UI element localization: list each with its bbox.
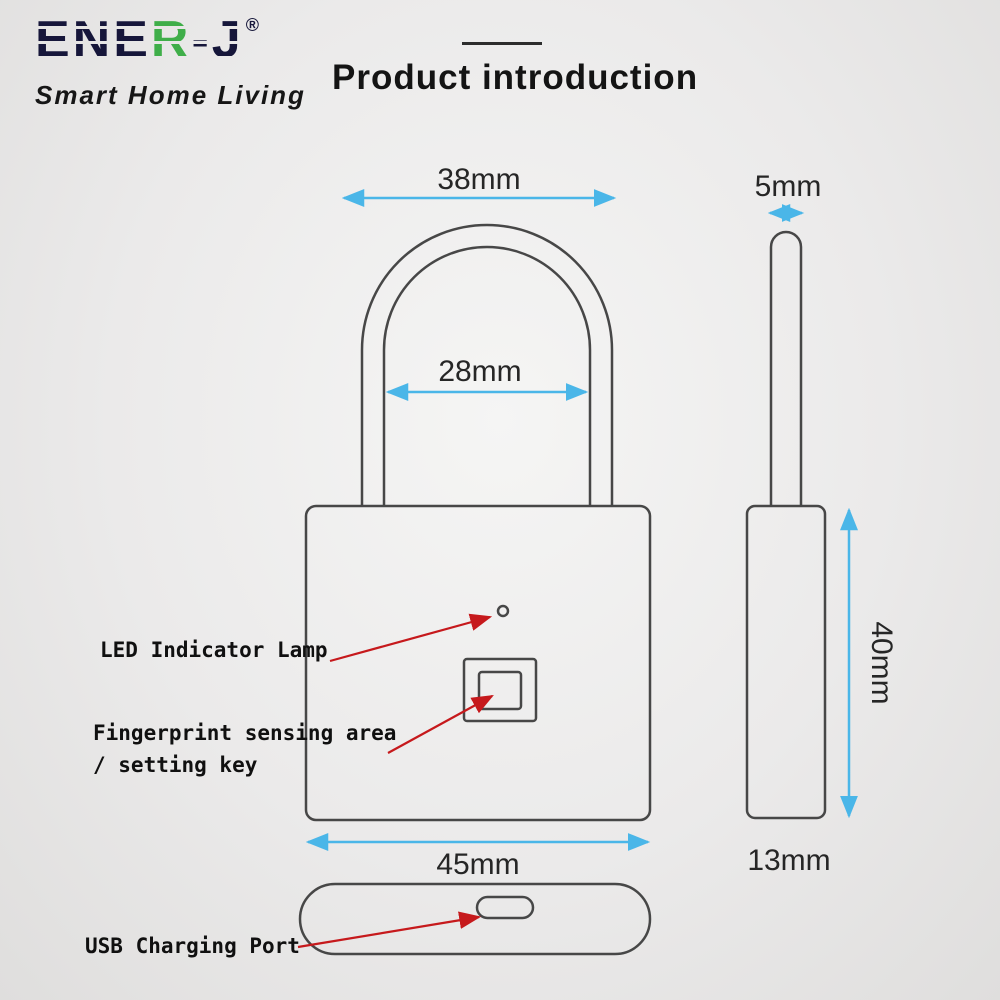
side-body	[745, 504, 827, 820]
title-accent-line	[462, 42, 542, 45]
dimension-annotations: 38mm 5mm 28mm 40mm 45mm 13mm	[305, 163, 898, 881]
brand-logo-text: ENER-J®	[35, 14, 306, 66]
fingerprint-label-line2: / setting key	[93, 753, 258, 777]
dim-label-body-depth: 13mm	[747, 844, 830, 877]
led-indicator	[496, 604, 510, 618]
shackle-outer	[360, 223, 614, 506]
shackle-inner	[382, 245, 592, 506]
fingerprint-arrow	[387, 694, 494, 754]
dim-label-shackle-width: 38mm	[437, 163, 520, 196]
logo-segment-j: -J	[191, 11, 244, 69]
led-arrow	[329, 613, 493, 663]
dim-label-shackle-inner-width: 28mm	[438, 355, 521, 388]
fingerprint-inner-square	[477, 670, 523, 711]
usb-label: USB Charging Port	[85, 934, 300, 958]
side-shackle	[769, 230, 803, 506]
padlock-side-view	[745, 230, 827, 820]
bottom-outline	[298, 882, 652, 956]
brand-logo: ENER-J® Smart Home Living	[35, 14, 306, 111]
logo-segment-r: R	[150, 11, 192, 69]
padlock-front-view	[304, 223, 652, 822]
dim-label-body-height: 40mm	[865, 621, 898, 704]
registered-trademark: ®	[245, 15, 259, 35]
dim-label-body-width: 45mm	[436, 848, 519, 881]
usb-port	[475, 895, 535, 920]
dim-label-shackle-thickness: 5mm	[755, 170, 822, 203]
page-title: Product introduction	[332, 58, 699, 97]
usb-arrow	[297, 911, 482, 949]
fingerprint-outer-square	[462, 657, 538, 723]
callout-annotations: LED Indicator Lamp Fingerprint sensing a…	[85, 613, 494, 958]
fingerprint-label-line1: Fingerprint sensing area	[93, 721, 396, 745]
lock-body	[304, 504, 652, 822]
padlock-bottom-view	[298, 882, 652, 956]
brand-tagline: Smart Home Living	[35, 80, 306, 110]
logo-segment-ene: ENE	[35, 11, 151, 69]
led-label: LED Indicator Lamp	[100, 638, 328, 662]
